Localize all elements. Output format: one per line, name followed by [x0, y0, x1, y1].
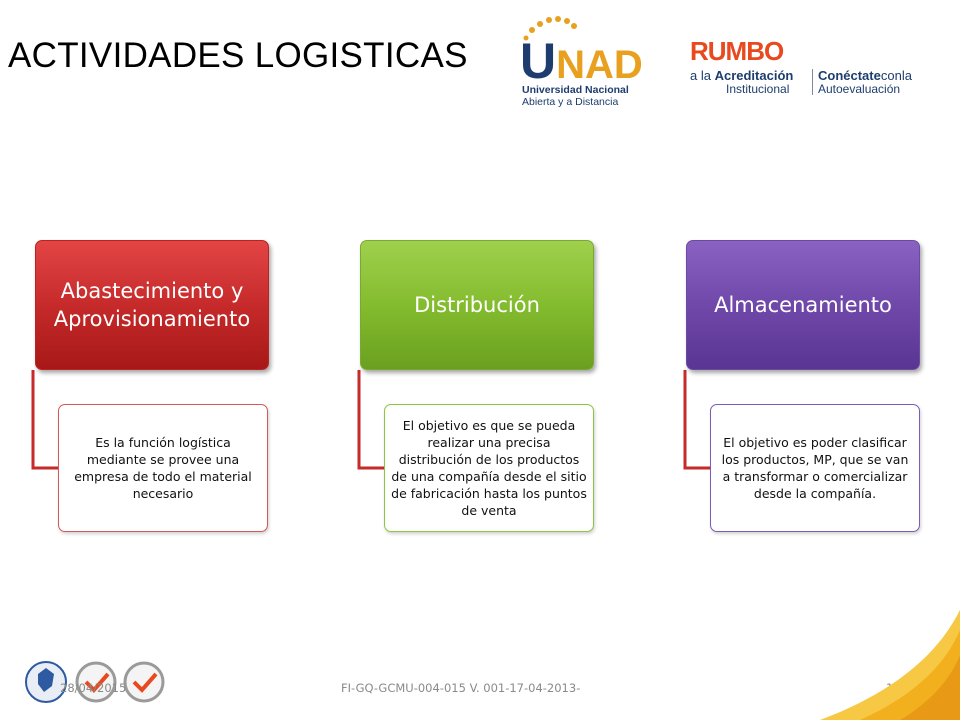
certification-badges: [25, 661, 165, 703]
rumbo-logo: RUMBO a la Acreditación Institucional Co…: [690, 34, 930, 104]
corner-swoosh-decoration: [820, 610, 960, 720]
unad-line1: Universidad Nacional: [522, 84, 629, 96]
rumbo-right2: Autoevaluación: [818, 82, 901, 96]
desc-almacenamiento: El objetivo es poder clasificar los prod…: [710, 404, 920, 532]
node-almacenamiento: Almacenamiento: [686, 240, 920, 370]
node-distribucion: Distribución: [360, 240, 594, 370]
rumbo-line1: a la Acreditación: [690, 68, 794, 83]
desc-abastecimiento: Es la función logística mediante se prov…: [58, 404, 268, 532]
unad-wordmark: UNAD: [520, 33, 643, 89]
node-abastecimiento: Abastecimiento y Aprovisionamiento: [35, 240, 269, 370]
connector-3: [683, 370, 710, 470]
rumbo-separator: [812, 69, 813, 95]
colombia-map-badge-icon: [25, 661, 67, 703]
connector-2: [357, 370, 384, 470]
slide-title: ACTIVIDADES LOGISTICAS: [8, 36, 468, 75]
footer-code: FI-GQ-GCMU-004-015 V. 001-17-04-2013-: [341, 681, 581, 695]
rumbo-line2: Institucional: [726, 82, 790, 96]
unad-logo: UNAD Universidad Nacional Abierta y a Di…: [516, 14, 646, 114]
footer-date: 28/04/2015: [60, 681, 127, 695]
sgs-badge-icon-2: [123, 661, 165, 703]
desc-distribucion: El objetivo es que se pueda realizar una…: [384, 404, 594, 532]
rumbo-right1: Conéctateconla: [818, 68, 912, 83]
connector-1: [31, 370, 58, 470]
sgs-badge-icon-1: [75, 661, 117, 703]
rumbo-wordmark: RUMBO: [690, 36, 784, 66]
unad-line2: Abierta y a Distancia: [522, 96, 619, 108]
unad-dots-graphic: [523, 16, 577, 41]
